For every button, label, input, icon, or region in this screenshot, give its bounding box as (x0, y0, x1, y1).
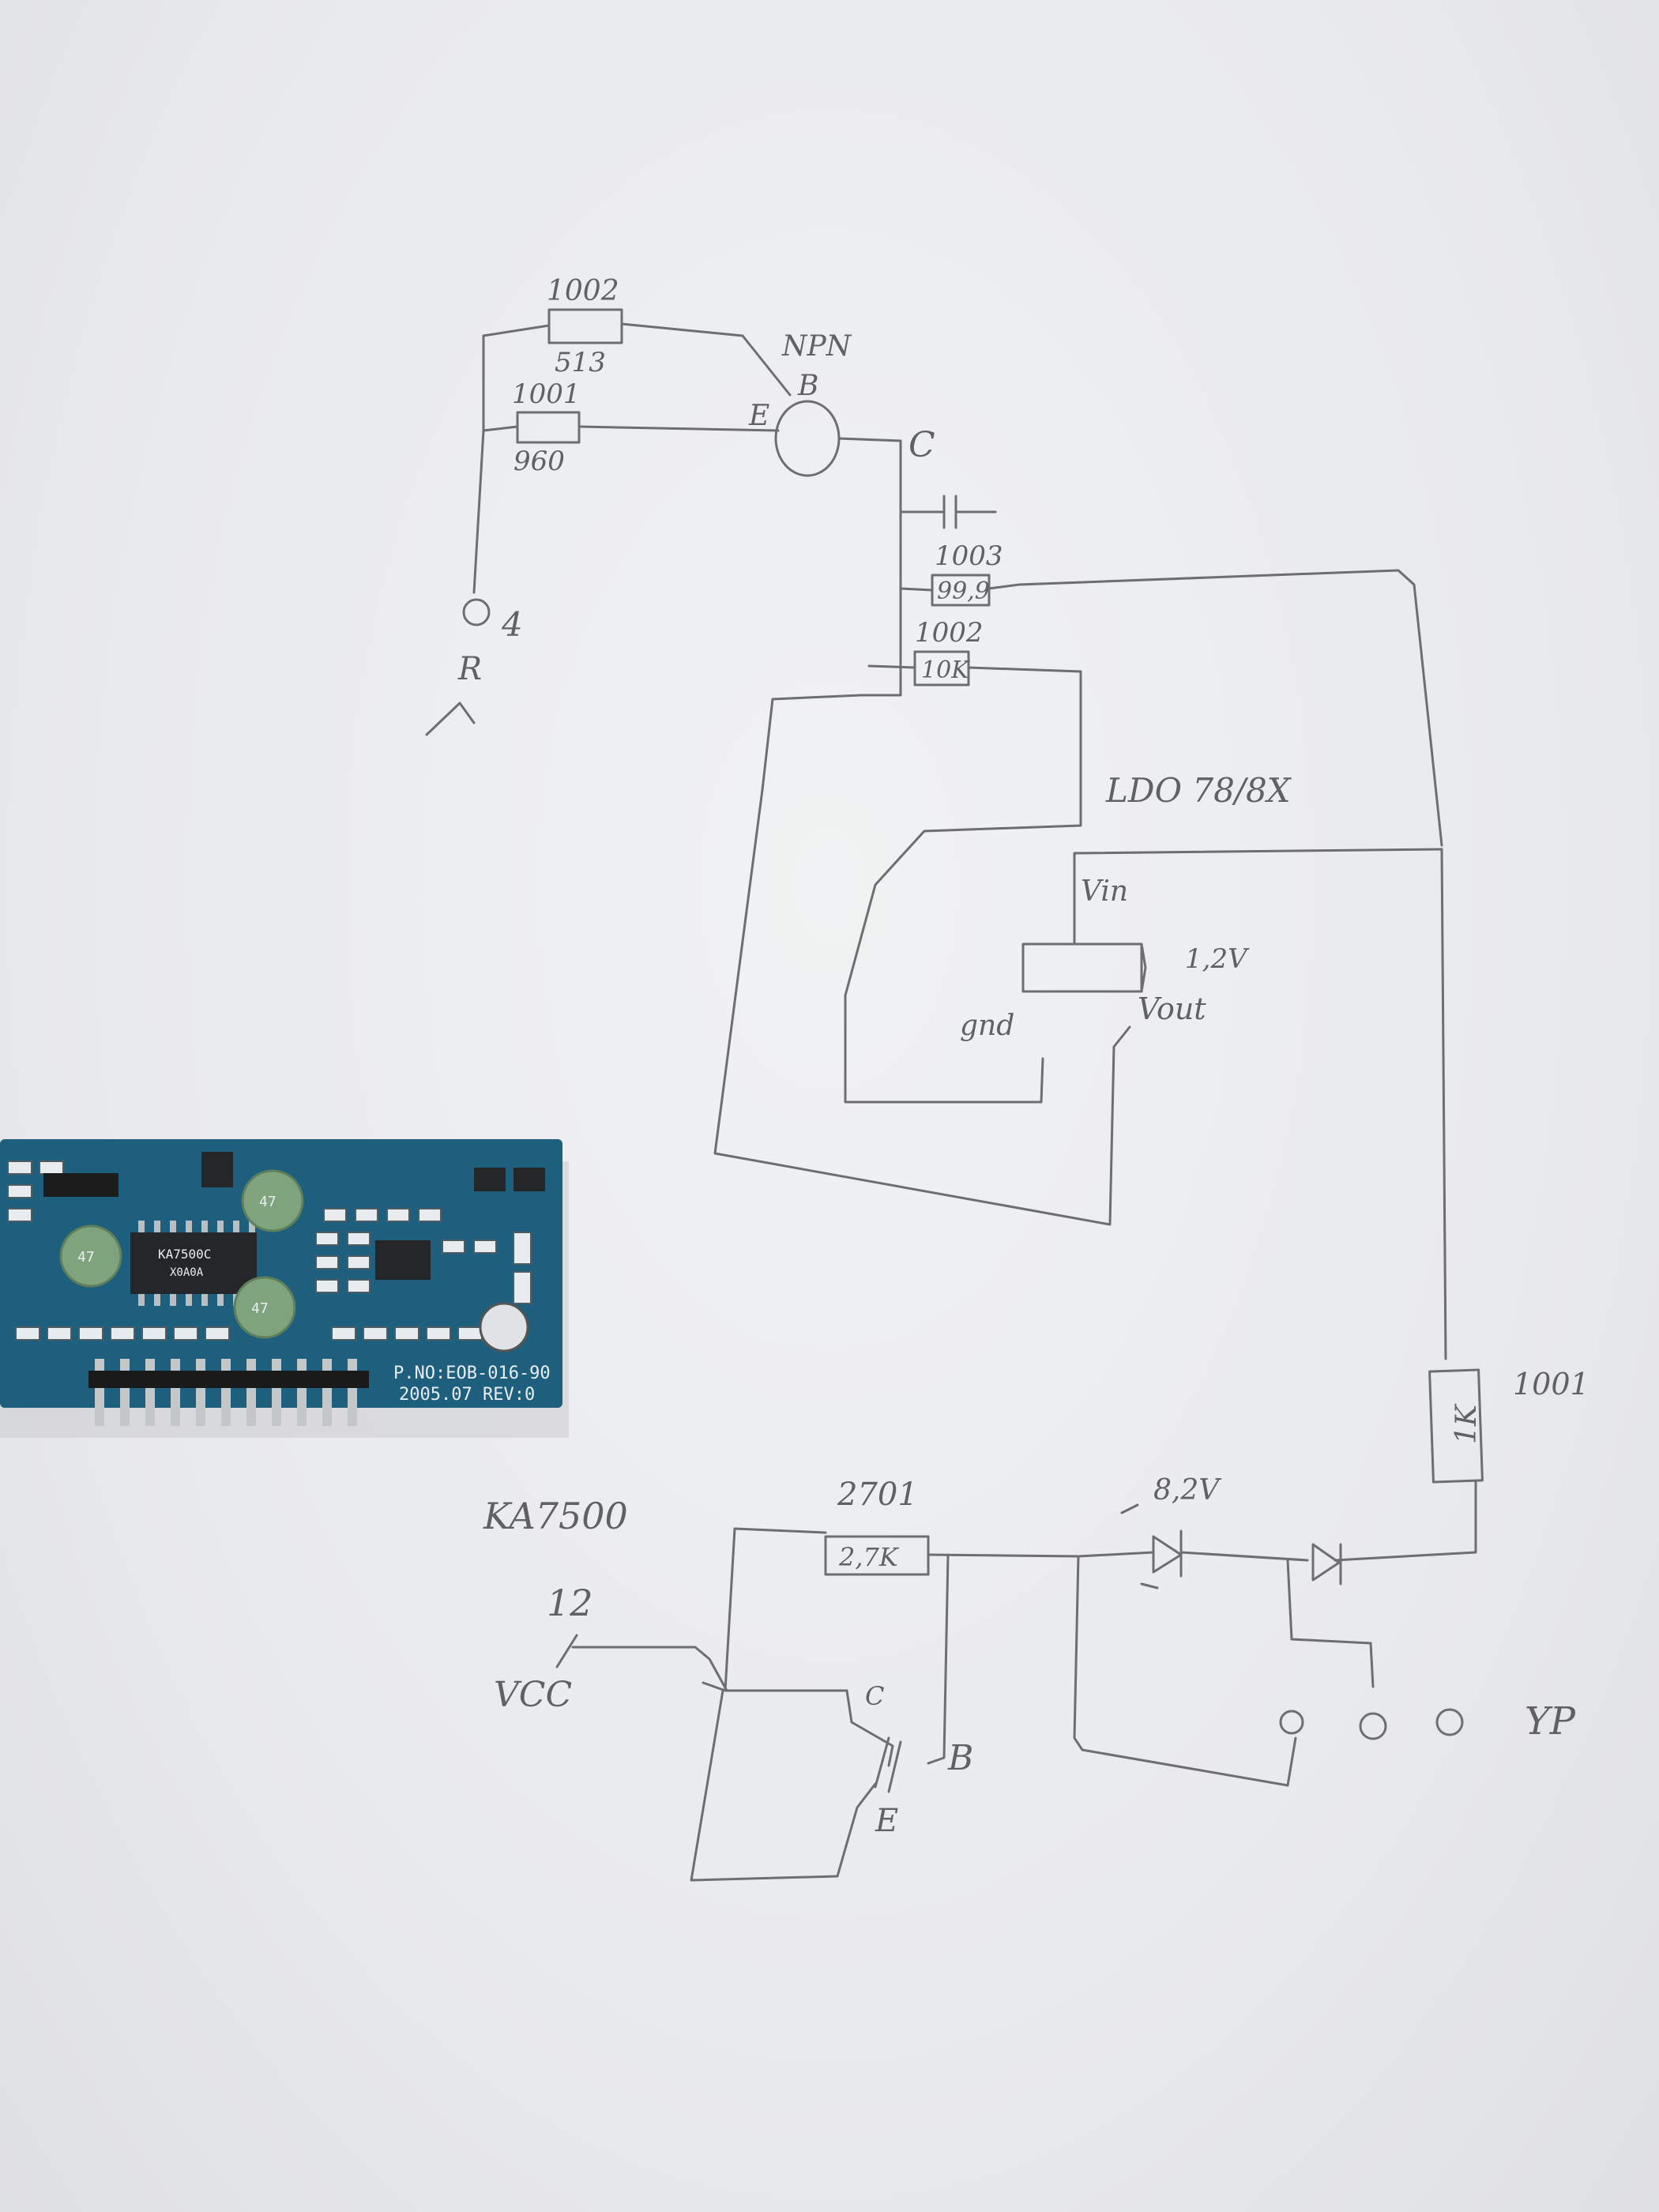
label-r960: 960 (514, 446, 565, 477)
label-r10k: 10K (921, 656, 970, 684)
label-r1003: 1003 (935, 540, 1003, 572)
chip-small (375, 1240, 431, 1280)
ldo-regulator: LDO 78/8X Vin 1,2V gnd Vout (960, 771, 1443, 1042)
label-vout: Vout (1138, 991, 1206, 1026)
capacitor-1: 47 (241, 1169, 304, 1232)
header-pins (88, 1359, 369, 1426)
pcb-part-no: P.NO:EOB-016-90 (393, 1364, 551, 1383)
terminal-a (1279, 1710, 1304, 1735)
resistor-1001 (516, 411, 581, 444)
label-r513: 513 (555, 347, 606, 378)
label-1-2v: 1,2V (1185, 943, 1250, 975)
pcb-chip-label: KA7500C (158, 1247, 211, 1262)
svg-text:47: 47 (77, 1249, 95, 1266)
terminal-4 (462, 598, 491, 626)
chip-sot (201, 1152, 233, 1187)
resistor-1k (1428, 1368, 1484, 1484)
label-r1002: 1002 (547, 275, 619, 307)
zener-diode (1152, 1535, 1183, 1574)
capacitor-4 (479, 1302, 529, 1352)
pcb-chip-sublabel: X0A0A (170, 1266, 204, 1279)
label-r99-9: 99,9 (937, 577, 990, 605)
ka7500-section: KA7500 2701 2,7K 8,2V 12 VCC C B E YP (483, 1474, 1576, 1882)
label-vcc: VCC (494, 1675, 572, 1715)
pcb-board: KA7500C X0A0A 47 47 47 (0, 1139, 569, 1438)
resistor-1002 (547, 308, 623, 344)
label-r1002b: 1002 (915, 617, 984, 649)
capacitor-3: 47 (233, 1276, 296, 1339)
pcb-body (0, 1139, 562, 1408)
npn-stage: 1002 513 NPN B 1001 E 960 C 4 R (425, 275, 935, 736)
label-gnd: gnd (960, 1010, 1014, 1042)
label-base: B (797, 370, 818, 402)
label-r2-7k: 2,7K (838, 1542, 900, 1572)
label-r1001: 1001 (512, 378, 581, 410)
label-collector: C (908, 425, 935, 465)
svg-text:47: 47 (251, 1300, 269, 1317)
label-r1001b: 1001 (1513, 1367, 1589, 1401)
label-r: R (457, 651, 482, 687)
label-e2: E (875, 1803, 898, 1839)
label-ka7500: KA7500 (483, 1495, 628, 1537)
right-rail: 1001 1K (1334, 848, 1589, 1562)
chip-ka7500c (130, 1232, 257, 1294)
label-pin4: 4 (501, 605, 523, 644)
label-ldo: LDO 78/8X (1105, 771, 1292, 810)
jumper-block (43, 1173, 118, 1197)
label-r2701: 2701 (837, 1477, 918, 1513)
npn-transistor (774, 400, 841, 477)
label-yp: YP (1525, 1699, 1576, 1744)
label-emitter: E (748, 400, 769, 432)
label-1k: 1K (1450, 1403, 1483, 1444)
terminal-c (1435, 1708, 1464, 1736)
label-c2: C (865, 1681, 884, 1711)
collector-branch: 1003 99,9 1002 10K (713, 439, 1443, 1226)
label-8-2v: 8,2V (1153, 1474, 1222, 1507)
capacitor-2: 47 (59, 1224, 122, 1288)
label-12: 12 (547, 1582, 593, 1624)
ldo-body (1021, 942, 1143, 993)
pcb-date-rev: 2005.07 REV:0 (399, 1385, 535, 1405)
label-vin: Vin (1081, 875, 1128, 908)
diode (1311, 1543, 1341, 1582)
svg-text:47: 47 (259, 1194, 276, 1210)
label-npn: NPN (781, 330, 852, 363)
terminal-b (1359, 1712, 1387, 1740)
label-b2: B (947, 1738, 973, 1778)
